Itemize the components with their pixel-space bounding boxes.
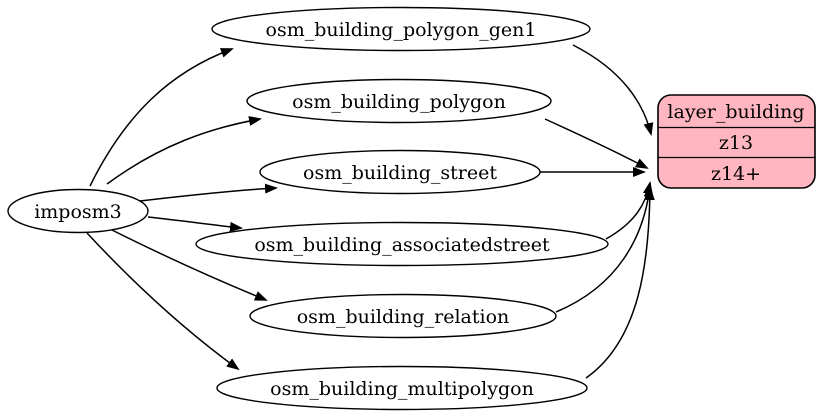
layer-building-row-z13: z13 [719,132,753,154]
table-label: osm_building_polygon [292,91,506,113]
edge-imposm3-to-polygon [106,116,262,185]
edge-associatedstreet-to-z14 [605,181,653,240]
node-osm-building-relation: osm_building_relation [249,293,557,339]
table-ellipse [249,293,557,339]
edge-relation-to-z14 [555,184,654,313]
node-osm-building-polygon-gen1: osm_building_polygon_gen1 [211,6,591,52]
node-osm-building-multipolygon: osm_building_multipolygon [216,365,588,411]
imposm3-ellipse [7,188,149,234]
imposm3-label: imposm3 [34,201,122,223]
table-ellipse [195,221,609,267]
layer-building-box [657,94,816,189]
layer-building-row-z14: z14+ [711,163,761,185]
table-label: osm_building_relation [297,306,510,328]
node-layer-building: layer_building z13 z14+ [657,94,816,189]
edge-imposm3-to-associatedstreet [147,216,243,232]
table-label: osm_building_multipolygon [270,378,534,400]
edge-imposm3-to-multipolygon [86,232,240,371]
table-ellipse [216,365,588,411]
node-imposm3: imposm3 [7,188,149,234]
edge-imposm3-to-street [139,183,278,202]
node-osm-building-street: osm_building_street [259,149,541,195]
node-osm-building-associatedstreet: osm_building_associatedstreet [195,221,609,267]
edge-imposm3-to-relation [111,229,268,301]
edge-polygon-to-z14 [544,118,649,169]
edge-group [86,44,655,379]
edge-imposm3-to-polygon-gen1 [89,48,234,187]
table-ellipse [259,149,541,195]
table-ellipse [246,78,552,124]
edge-polygon-gen1-to-z13 [572,44,654,136]
table-label: osm_building_street [303,162,497,184]
node-osm-building-polygon: osm_building_polygon [246,78,552,124]
table-ellipse [211,6,591,52]
table-label: osm_building_polygon_gen1 [266,19,537,41]
layer-building-title: layer_building [667,101,804,123]
edge-multipolygon-to-z14 [585,187,655,379]
table-label: osm_building_associatedstreet [254,234,550,256]
